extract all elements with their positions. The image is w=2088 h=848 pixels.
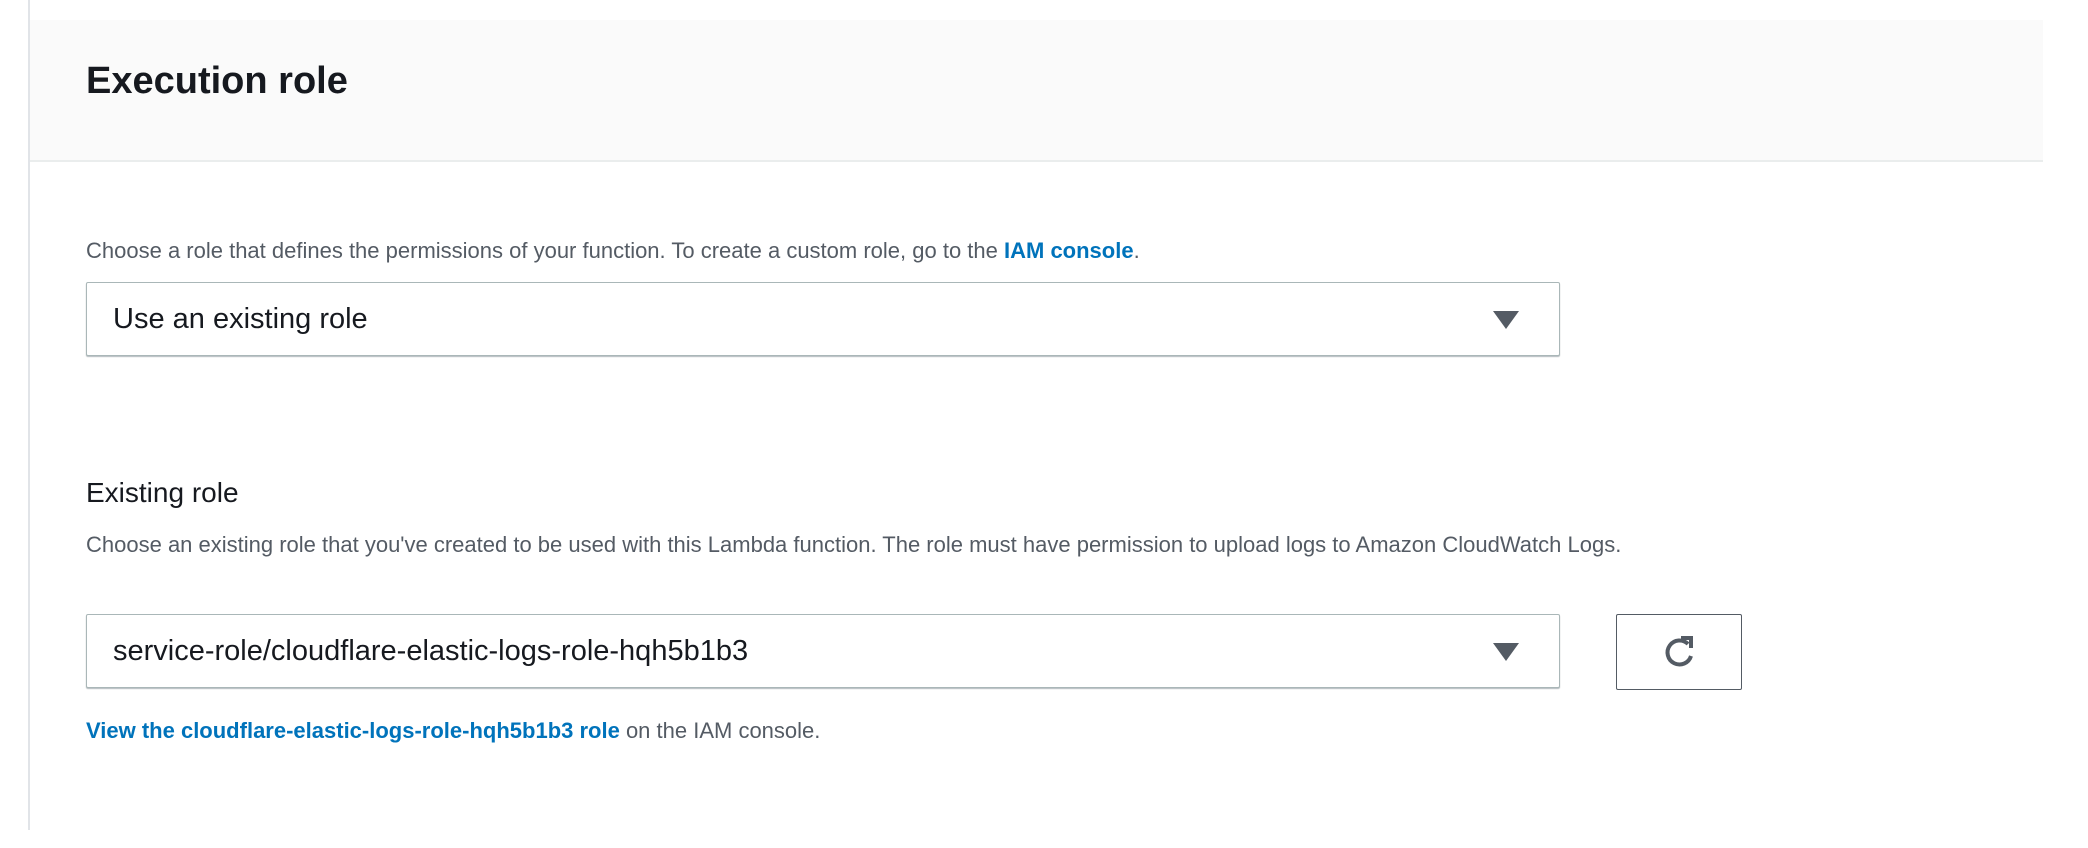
refresh-button[interactable]: [1616, 614, 1742, 690]
description-period: .: [1133, 238, 1140, 263]
role-description: Choose a role that defines the permissio…: [86, 234, 1140, 267]
panel-border: [28, 0, 30, 830]
existing-role-value: service-role/cloudflare-elastic-logs-rol…: [113, 635, 749, 667]
caret-down-icon: [1493, 643, 1519, 661]
existing-role-description: Choose an existing role that you've crea…: [86, 532, 1622, 557]
view-role-link[interactable]: View the cloudflare-elastic-logs-role-hq…: [86, 718, 620, 743]
section-header: Execution role: [30, 20, 2043, 162]
iam-console-link[interactable]: IAM console: [1004, 238, 1134, 263]
role-type-select[interactable]: Use an existing role: [86, 282, 1560, 356]
section-title: Execution role: [86, 60, 348, 102]
view-role-line: View the cloudflare-elastic-logs-role-hq…: [86, 718, 820, 744]
existing-role-select[interactable]: service-role/cloudflare-elastic-logs-rol…: [86, 614, 1560, 688]
refresh-icon: [1665, 636, 1693, 667]
existing-role-label: Existing role: [86, 477, 239, 508]
role-type-value: Use an existing role: [113, 303, 368, 335]
description-text: Choose a role that defines the permissio…: [86, 238, 1004, 263]
view-role-suffix: on the IAM console.: [619, 718, 821, 743]
caret-down-icon: [1493, 311, 1519, 329]
